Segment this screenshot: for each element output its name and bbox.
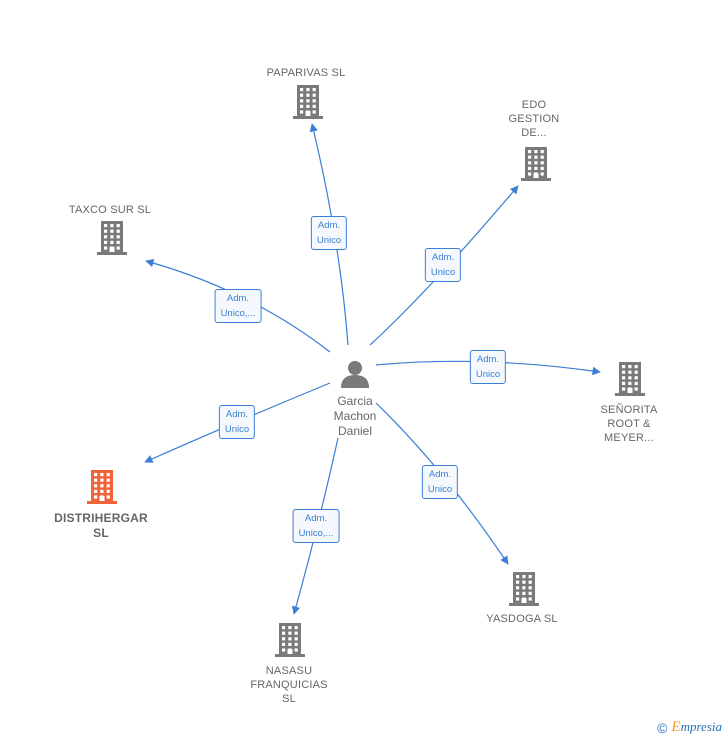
center-name-line: Machon — [333, 409, 377, 423]
node-label-line: SL — [282, 693, 296, 705]
person-icon[interactable] — [341, 361, 369, 388]
edge-label-line: Unico — [427, 484, 453, 495]
node-label-line: DISTRIHERGAR — [54, 511, 148, 525]
edge-label-line: Unico,... — [298, 528, 334, 539]
building-icon-nasasu[interactable] — [275, 623, 305, 657]
brand-initial: E — [671, 719, 681, 735]
footer-brand[interactable]: © Empresia — [657, 719, 722, 736]
center-name-line: Daniel — [337, 424, 373, 438]
edge-label-line: Unico — [316, 235, 342, 246]
building-icon-taxco[interactable] — [97, 221, 127, 255]
edge-label-line: Unico — [430, 267, 456, 278]
edge-label-line: Adm. — [476, 354, 500, 365]
node-label-line: MEYER... — [604, 432, 654, 444]
node-label-line: EDO — [521, 99, 547, 111]
node-label-line: TAXCO SUR SL — [68, 204, 152, 216]
edge-label-line: Adm. — [428, 469, 452, 480]
edge-label-line: Unico — [475, 369, 501, 380]
node-label-line: ROOT & — [607, 418, 651, 430]
center-person-label[interactable]: Garcia Machon Daniel — [334, 394, 377, 439]
edge-label-line: Adm. — [431, 252, 455, 263]
edge-label-edo[interactable]: Adm. Unico — [424, 248, 462, 282]
node-label-line: YASDOGA SL — [486, 613, 558, 625]
node-label-yasdoga[interactable]: YASDOGA SL — [486, 612, 558, 626]
node-label-edo[interactable]: EDO GESTION DE... — [509, 98, 560, 140]
edge-label-line: Adm. — [226, 293, 250, 304]
building-icon-yasdoga[interactable] — [509, 572, 539, 606]
node-label-line: SEÑORITA — [600, 404, 658, 416]
node-label-paparivas[interactable]: PAPARIVAS SL — [267, 66, 346, 80]
node-label-line: SL — [93, 526, 109, 540]
edge-label-distrihergar[interactable]: Adm. Unico — [218, 405, 256, 439]
node-label-taxco[interactable]: TAXCO SUR SL — [69, 203, 151, 217]
edge-label-line: Unico,... — [220, 308, 256, 319]
edge-label-line: Adm. — [304, 513, 328, 524]
edge-label-paparivas[interactable]: Adm. Unico — [310, 216, 348, 250]
brand-logo: Empresia — [671, 719, 722, 736]
building-icon-paparivas[interactable] — [293, 85, 323, 119]
edges-layer — [144, 123, 601, 615]
node-label-line: NASASU — [265, 665, 313, 677]
node-label-senorita[interactable]: SEÑORITA ROOT & MEYER... — [600, 403, 657, 445]
node-label-line: PAPARIVAS SL — [266, 67, 346, 79]
edge-label-line: Adm. — [317, 220, 341, 231]
icons-layer — [87, 85, 645, 657]
node-label-line: GESTION — [508, 113, 560, 125]
center-name-line: Garcia — [337, 394, 373, 408]
edge-label-line: Adm. — [225, 409, 249, 420]
node-label-line: FRANQUICIAS — [250, 679, 328, 691]
building-icon-distrihergar[interactable] — [87, 470, 117, 504]
edge-label-yasdoga[interactable]: Adm. Unico — [421, 465, 459, 499]
edge-label-nasasu[interactable]: Adm. Unico,... — [292, 509, 340, 543]
node-label-nasasu[interactable]: NASASU FRANQUICIAS SL — [250, 664, 327, 706]
building-icon-senorita[interactable] — [615, 362, 645, 396]
edge-label-line: Unico — [224, 424, 250, 435]
building-icon-edo[interactable] — [521, 147, 551, 181]
node-label-line: DE... — [521, 127, 547, 139]
brand-name: mpresia — [680, 719, 722, 734]
copyright-symbol: © — [657, 719, 668, 736]
edge-label-taxco[interactable]: Adm. Unico,... — [214, 289, 262, 323]
edge-label-senorita[interactable]: Adm. Unico — [469, 350, 507, 384]
